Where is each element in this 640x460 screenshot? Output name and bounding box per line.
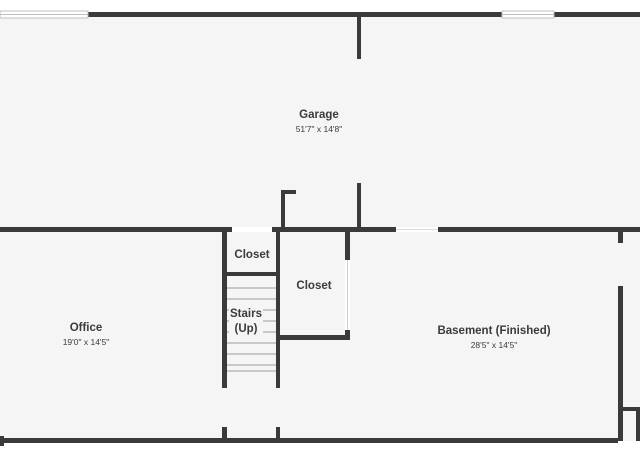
stairs-label-line1: Stairs xyxy=(230,308,262,320)
garage-divider-upper xyxy=(357,14,361,59)
bottom-stub-left xyxy=(222,427,227,441)
garage-top-wall xyxy=(0,12,640,17)
garage-divider-lower xyxy=(357,183,361,229)
stairs-left-wall xyxy=(222,229,227,388)
hook-wall-side xyxy=(281,190,285,229)
hook-wall-top xyxy=(281,190,296,194)
middle-wall xyxy=(0,227,640,232)
basement-dimensions: 28'5" x 14'5" xyxy=(470,340,518,350)
basement-right-nook xyxy=(618,407,640,411)
basement-right-wall xyxy=(618,286,623,441)
garage-dimensions: 51'7" x 14'8" xyxy=(295,124,343,134)
garage-window-right xyxy=(501,10,555,19)
stairs-right-wall xyxy=(276,229,280,388)
office-dimensions: 19'0" x 14'5" xyxy=(62,337,110,347)
closet-right-bottom-wall xyxy=(276,335,350,340)
closet-upper-label: Closet xyxy=(234,249,270,261)
outside-strip xyxy=(0,441,640,460)
basement-label: Basement (Finished) xyxy=(437,325,551,337)
nook-fill xyxy=(623,411,640,441)
basement-right-stub xyxy=(618,229,623,243)
door-opening-stairs xyxy=(232,227,272,232)
bottom-wall xyxy=(0,438,618,443)
closet-upper-bottom-wall xyxy=(222,272,280,276)
nook-wall xyxy=(636,411,640,441)
stairs-label-line2: (Up) xyxy=(234,323,258,335)
garage-label: Garage xyxy=(299,109,339,121)
closet-right-label: Closet xyxy=(296,280,332,292)
bottom-stub-right xyxy=(276,427,280,441)
stairs-label: Stairs (Up) xyxy=(229,307,263,337)
bottom-left-post xyxy=(0,436,4,446)
garage-window-left xyxy=(0,10,89,19)
office-label: Office xyxy=(69,322,103,334)
